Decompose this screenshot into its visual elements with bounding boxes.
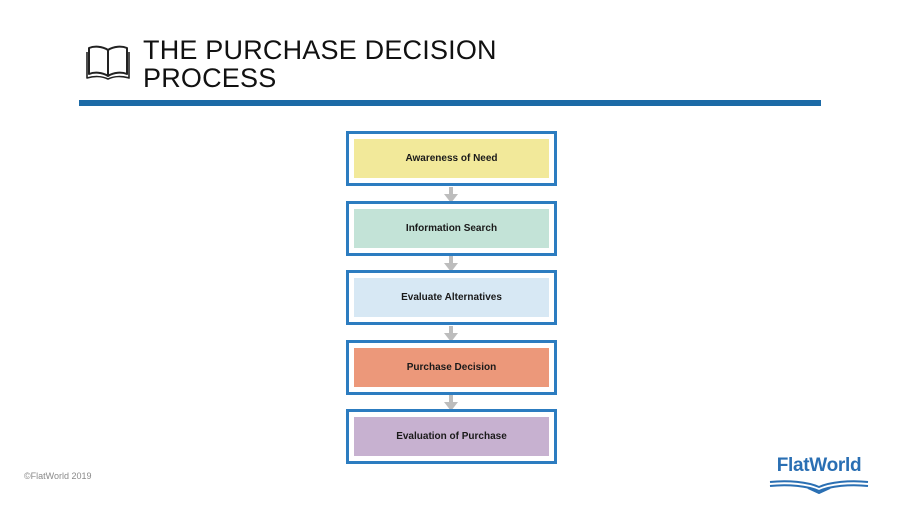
down-arrow-icon <box>444 256 458 272</box>
copyright-text: ©FlatWorld 2019 <box>24 471 92 481</box>
logo-text: FlatWorld <box>776 455 862 476</box>
step-information-search: Information Search <box>346 201 557 256</box>
step-label: Information Search <box>354 209 549 248</box>
step-awareness-of-need: Awareness of Need <box>346 131 557 186</box>
down-arrow-icon <box>444 187 458 203</box>
step-label: Awareness of Need <box>354 139 549 178</box>
step-evaluate-alternatives: Evaluate Alternatives <box>346 270 557 325</box>
open-book-icon <box>86 45 130 80</box>
step-evaluation-of-purchase: Evaluation of Purchase <box>346 409 557 464</box>
page-title: THE PURCHASE DECISION PROCESS <box>143 36 563 92</box>
logo-book-icon <box>769 480 869 494</box>
page-title-line: PROCESS <box>143 63 277 93</box>
step-label: Evaluation of Purchase <box>354 417 549 456</box>
step-label: Purchase Decision <box>354 348 549 387</box>
step-label: Evaluate Alternatives <box>354 278 549 317</box>
down-arrow-icon <box>444 395 458 411</box>
flatworld-logo: FlatWorld <box>766 455 872 495</box>
header-divider <box>79 100 821 106</box>
step-purchase-decision: Purchase Decision <box>346 340 557 395</box>
down-arrow-icon <box>444 326 458 342</box>
page-title-line: THE PURCHASE DECISION <box>143 35 497 65</box>
